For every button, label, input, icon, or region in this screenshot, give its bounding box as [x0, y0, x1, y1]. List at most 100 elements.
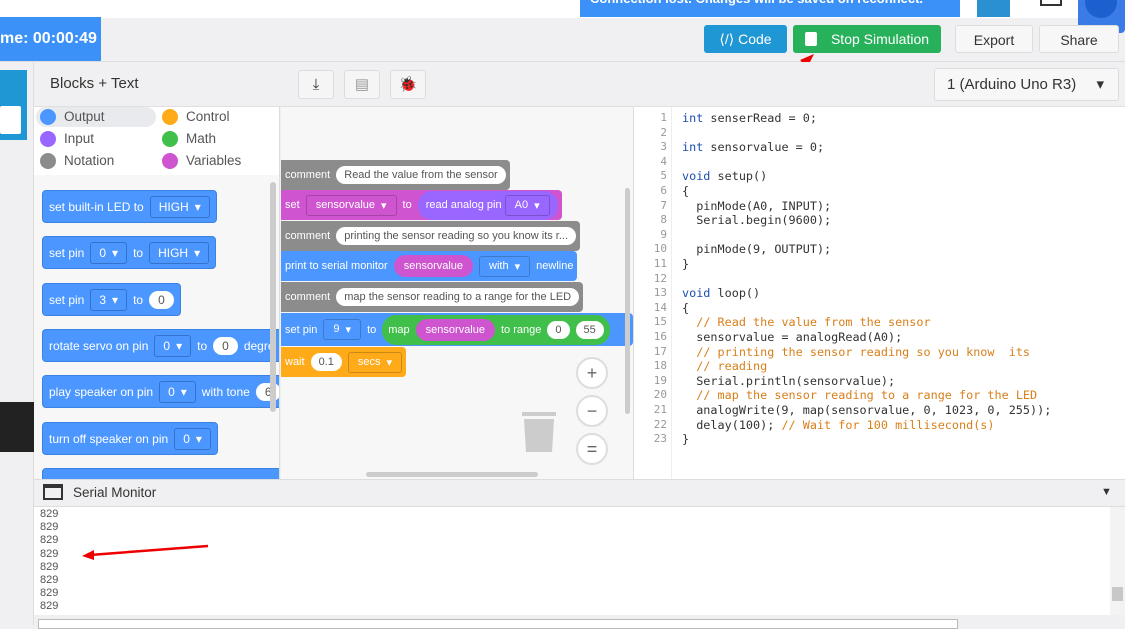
- code-line[interactable]: analogWrite(9, map(sensorvalue, 0, 1023,…: [682, 403, 1052, 417]
- serial-monitor-header[interactable]: [34, 479, 1125, 507]
- line-number: 6: [660, 184, 667, 197]
- category-input[interactable]: Input: [36, 129, 94, 149]
- stop-simulation-button[interactable]: Stop Simulation: [793, 25, 941, 53]
- line-number: 5: [660, 169, 667, 183]
- code-line[interactable]: {: [682, 300, 690, 315]
- editor-mode-select[interactable]: Blocks + Text: [50, 75, 139, 92]
- set-variable-block[interactable]: setsensorvaluetoread analog pin A0: [281, 190, 562, 220]
- serial-line: 829: [40, 521, 59, 534]
- chevron-down-icon: ▾: [1096, 76, 1104, 93]
- arduino-board[interactable]: [0, 402, 34, 452]
- dropdown[interactable]: 3: [90, 288, 128, 311]
- download-icon[interactable]: ⤓: [298, 70, 334, 99]
- zoom-out-button[interactable]: −: [576, 395, 608, 427]
- reset-zoom-button[interactable]: =: [576, 433, 608, 465]
- code-line[interactable]: void setup(): [682, 169, 768, 184]
- variables-dot-icon: [162, 153, 178, 169]
- code-line[interactable]: Serial.println(sensorvalue);: [682, 373, 896, 388]
- palette-scrollbar[interactable]: [270, 182, 276, 412]
- dropdown[interactable]: 0: [159, 380, 196, 403]
- code-line[interactable]: // reading: [696, 359, 768, 374]
- code-line[interactable]: }: [682, 257, 690, 271]
- serial-input[interactable]: [38, 619, 958, 629]
- layout-icon[interactable]: [1040, 0, 1062, 6]
- code-line[interactable]: pinMode(A0, INPUT);: [682, 198, 832, 213]
- code-line[interactable]: void loop(): [682, 286, 761, 301]
- category-output[interactable]: Output: [36, 107, 156, 127]
- serial-monitor-icon: [43, 484, 63, 500]
- print-button[interactable]: [977, 0, 1010, 17]
- code-line[interactable]: pinMode(9, OUTPUT);: [682, 242, 832, 257]
- serial-line: 829: [40, 574, 59, 586]
- serial-line: 829: [40, 587, 59, 600]
- category-math[interactable]: Math: [158, 129, 216, 149]
- code-line[interactable]: int senserRead = 0;: [682, 111, 817, 125]
- code-line[interactable]: sensorvalue = analogRead(A0);: [682, 330, 903, 344]
- read-analog-block[interactable]: read analog pin A0: [417, 190, 558, 220]
- print-serial-block[interactable]: print to serial monitorsensorvaluewithne…: [281, 251, 578, 281]
- dropdown[interactable]: 0: [154, 334, 192, 357]
- dropdown[interactable]: HIGH: [149, 241, 210, 264]
- value-input[interactable]: 0: [149, 290, 174, 309]
- trash-icon[interactable]: [520, 410, 558, 452]
- block-palette: Output Control Input Math Notation Varia…: [34, 107, 280, 479]
- serial-scrollbar[interactable]: [1110, 507, 1125, 615]
- library-icon[interactable]: ▤: [344, 70, 380, 99]
- workspace-vscrollbar[interactable]: [625, 188, 630, 414]
- category-notation[interactable]: Notation: [36, 151, 114, 171]
- code-line[interactable]: Serial.begin(9600);: [682, 213, 832, 228]
- code-line[interactable]: }: [682, 432, 690, 447]
- serial-line: 829: [40, 560, 59, 573]
- workspace-hscrollbar[interactable]: [366, 472, 538, 477]
- category-variables[interactable]: Variables: [158, 151, 241, 171]
- input-dot-icon: [40, 131, 56, 147]
- code-line[interactable]: {: [682, 184, 690, 198]
- code-line[interactable]: delay(100); // Wait for 100 millisecond(…: [682, 417, 995, 432]
- line-number: 10: [653, 242, 667, 256]
- code-line[interactable]: // Read the value from the sensor: [696, 315, 931, 330]
- dropdown[interactable]: HIGH: [149, 195, 210, 218]
- output-dot-icon: [40, 109, 56, 125]
- math-dot-icon: [162, 131, 178, 147]
- value-input[interactable]: 0: [213, 336, 238, 355]
- dropdown[interactable]: 0: [90, 241, 128, 264]
- collapse-chevron-icon[interactable]: ▼: [1101, 486, 1112, 498]
- category-list: Output Control Input Math Notation Varia…: [34, 107, 279, 175]
- block-partial[interactable]: [42, 468, 279, 479]
- line-number: 16: [653, 330, 667, 343]
- value-input[interactable]: 6: [255, 382, 279, 401]
- zoom-in-button[interactable]: +: [576, 357, 608, 389]
- code-line[interactable]: // printing the sensor reading so you kn…: [696, 344, 1031, 359]
- serial-line: 829: [40, 600, 59, 613]
- code-line[interactable]: int sensorvalue = 0;: [682, 140, 825, 155]
- block-rotate-servo[interactable]: rotate servo on pin0to0degre: [42, 329, 279, 362]
- code-button[interactable]: ⟨/⟩ Code: [704, 25, 787, 53]
- device-select[interactable]: 1 (Arduino Uno R3)▾: [934, 68, 1119, 101]
- component-tile[interactable]: [0, 70, 27, 140]
- share-button[interactable]: Share: [1039, 25, 1119, 53]
- line-number: 13: [653, 286, 667, 300]
- export-button[interactable]: Export: [955, 25, 1033, 53]
- red-arrow-annotation: [82, 544, 209, 560]
- dropdown[interactable]: 0: [174, 427, 211, 450]
- debugger-bug-icon[interactable]: 🐞: [390, 70, 426, 99]
- code-line[interactable]: // map the sensor reading to a range for…: [696, 388, 1038, 403]
- line-number: 8: [660, 213, 667, 227]
- block-set-pin-analog[interactable]: set pin3to0: [42, 283, 181, 316]
- variable-dropdown[interactable]: sensorvalue: [305, 194, 397, 216]
- category-control[interactable]: Control: [158, 107, 230, 127]
- block-set-pin-digital[interactable]: set pin0toHIGH: [42, 236, 217, 269]
- line-number: 1: [660, 111, 667, 124]
